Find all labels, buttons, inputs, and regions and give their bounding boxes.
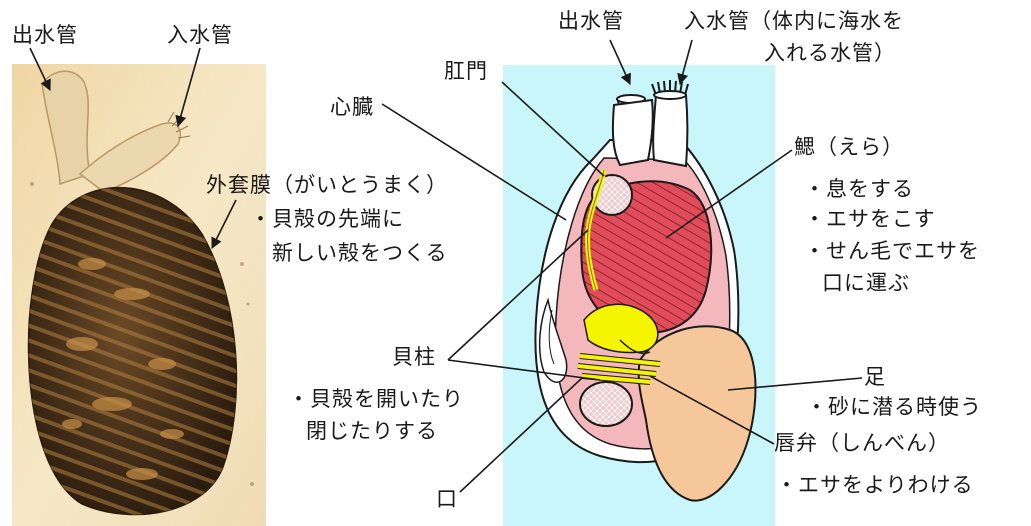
gill-organ xyxy=(580,180,713,334)
gill-desc-3: ・せん毛でエサを xyxy=(804,239,980,263)
gill-desc-4: 口に運ぶ xyxy=(822,271,910,295)
adductor-label: 貝柱 xyxy=(392,345,436,369)
gill-desc-2: ・エサをこす xyxy=(804,207,936,231)
adductor-desc-2: 閉じたりする xyxy=(306,419,438,443)
foot-label: 足 xyxy=(864,365,886,389)
palp-organs xyxy=(577,303,661,385)
clam-photo xyxy=(12,64,266,526)
hinge-ligament xyxy=(538,297,568,383)
palp-label: 唇弁（しんべん） xyxy=(774,431,950,455)
siphons xyxy=(611,80,689,168)
foot-organ xyxy=(637,325,757,502)
mantle-desc-1: ・貝殻の先端に xyxy=(250,207,404,231)
mantle-label: 外套膜（がいとうまく） xyxy=(206,173,448,197)
palp-desc: ・エサをよりわける xyxy=(776,473,974,497)
foot-desc: ・砂に潜る時使う xyxy=(806,395,982,419)
gill-desc-1: ・息をする xyxy=(804,177,914,201)
anus-label: 肛門 xyxy=(444,59,488,83)
diagram-outlet-label: 出水管 xyxy=(558,9,624,33)
heart-label: 心臓 xyxy=(330,95,374,119)
mouth-label: 口 xyxy=(436,487,458,511)
diagram-inlet-label-2: 入れる水管） xyxy=(764,41,896,65)
mantle-desc-2: 新しい殻をつくる xyxy=(272,241,448,265)
adductor-desc-1: ・貝殻を開いたり xyxy=(288,387,464,411)
pointer-lines xyxy=(29,39,863,493)
photo-inlet-label: 入水管 xyxy=(167,23,233,47)
gill-label: 鰓（えら） xyxy=(794,135,904,159)
diagram-inlet-label-1: 入水管（体内に海水を xyxy=(684,9,904,33)
photo-outlet-label: 出水管 xyxy=(12,23,78,47)
adductor-muscle xyxy=(579,381,633,427)
